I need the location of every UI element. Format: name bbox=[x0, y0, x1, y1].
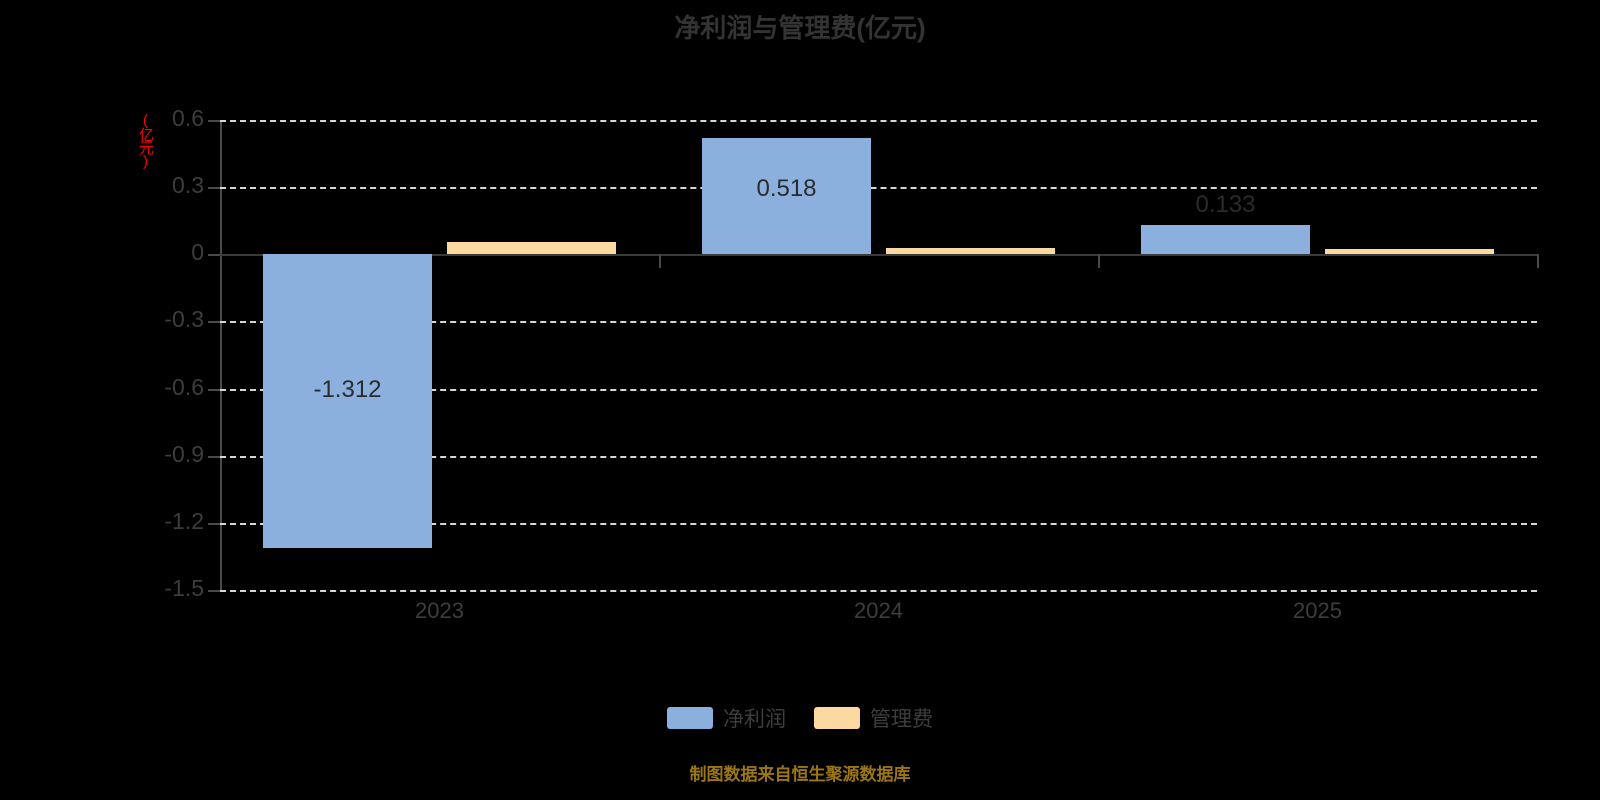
bar-value-label: -1.312 bbox=[313, 376, 382, 404]
x-axis-tick bbox=[659, 254, 661, 269]
gridline bbox=[220, 321, 1537, 324]
source-note: 制图数据来自恒生聚源数据库 bbox=[689, 765, 911, 784]
x-axis-label: 2024 bbox=[854, 598, 903, 623]
y-axis-tick-label: -1.2 bbox=[164, 507, 204, 534]
legend-swatch-icon bbox=[667, 707, 713, 729]
zero-axis-line bbox=[220, 254, 1537, 257]
x-axis-tick bbox=[1098, 254, 1100, 269]
legend-swatch-icon bbox=[814, 707, 860, 729]
y-axis-tick bbox=[208, 522, 220, 525]
gridline bbox=[220, 455, 1537, 458]
y-axis-tick-label: -0.6 bbox=[164, 373, 204, 400]
y-axis-tick-label: 0.6 bbox=[172, 105, 204, 131]
x-axis-label: 2023 bbox=[415, 598, 464, 623]
y-axis-tick-label: 0.3 bbox=[172, 172, 204, 199]
bar-净利润-2025[interactable] bbox=[1141, 224, 1310, 255]
legend-item-管理费[interactable]: 管理费 bbox=[814, 703, 933, 733]
bar-管理费-2025[interactable] bbox=[1325, 249, 1494, 255]
y-axis-tick bbox=[208, 321, 220, 324]
y-axis-tick bbox=[208, 590, 220, 592]
bar-净利润-2023[interactable] bbox=[263, 254, 432, 548]
bar-净利润-2024[interactable] bbox=[702, 138, 871, 255]
gridline bbox=[220, 120, 1537, 122]
chart-title: 净利润与管理费(亿元) bbox=[674, 13, 926, 43]
y-axis-tick bbox=[208, 187, 220, 190]
bar-value-label: 0.518 bbox=[756, 174, 817, 202]
y-axis-tick bbox=[208, 254, 220, 257]
y-axis-tick-label: -1.5 bbox=[164, 575, 204, 601]
legend-label: 净利润 bbox=[723, 708, 786, 731]
y-axis-tick bbox=[208, 120, 220, 122]
y-axis-line bbox=[220, 120, 222, 590]
y-axis-tick bbox=[208, 455, 220, 458]
y-axis-unit-label: (亿元) bbox=[137, 112, 154, 168]
legend-item-净利润[interactable]: 净利润 bbox=[667, 703, 786, 733]
chart-legend: 净利润 管理费 bbox=[0, 703, 1600, 733]
gridline bbox=[220, 388, 1537, 391]
gridline bbox=[220, 590, 1537, 592]
bar-管理费-2024[interactable] bbox=[886, 247, 1055, 255]
bar-管理费-2023[interactable] bbox=[447, 242, 616, 255]
y-axis-tick-label: 0 bbox=[191, 239, 204, 266]
y-axis-tick-label: -0.3 bbox=[164, 306, 204, 333]
gridline bbox=[220, 187, 1537, 190]
plot-area: -1.312 0.518 0.133 bbox=[220, 120, 1537, 592]
y-axis-tick-label: -0.9 bbox=[164, 440, 204, 467]
y-axis-tick bbox=[208, 388, 220, 391]
bar-value-label: 0.133 bbox=[1195, 190, 1256, 218]
legend-label: 管理费 bbox=[870, 708, 933, 731]
gridline bbox=[220, 522, 1537, 525]
x-axis-label: 2025 bbox=[1293, 598, 1342, 623]
x-axis-tick bbox=[1537, 254, 1539, 269]
